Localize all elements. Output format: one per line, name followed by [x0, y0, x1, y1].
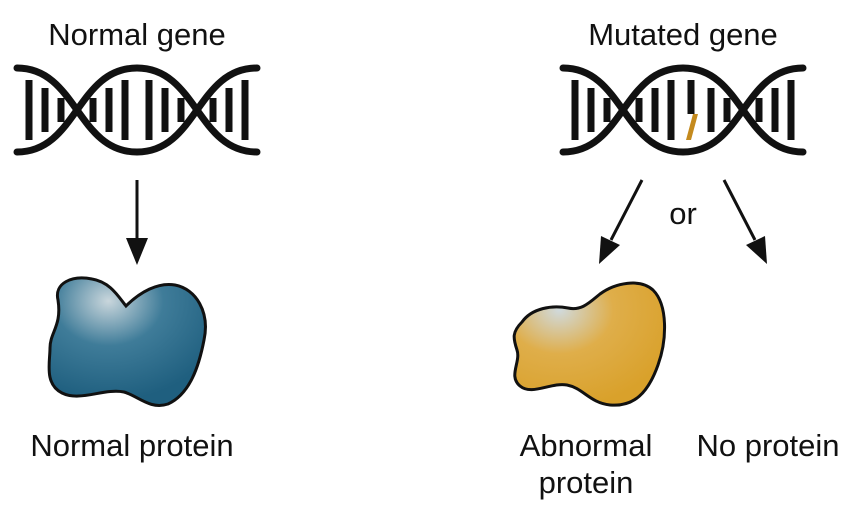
normal-protein-shape	[47, 276, 207, 407]
mutated-gene-label: Mutated gene	[588, 17, 778, 52]
abnormal-protein-label-line2: protein	[539, 465, 634, 500]
normal-protein-label: Normal protein	[30, 428, 233, 463]
or-label: or	[669, 196, 697, 231]
arrow-mutated-to-abnormal-protein	[599, 179, 644, 264]
mutation-mark-icon	[686, 114, 698, 140]
arrow-normal-to-protein	[126, 180, 148, 265]
mutated-dna-icon	[559, 64, 807, 156]
normal-gene-label: Normal gene	[48, 17, 225, 52]
abnormal-protein-shape	[512, 281, 666, 407]
no-protein-label: No protein	[696, 428, 839, 463]
abnormal-protein-label-line1: Abnormal	[520, 428, 653, 463]
normal-dna-icon	[13, 64, 261, 156]
arrow-mutated-to-no-protein	[722, 179, 767, 264]
